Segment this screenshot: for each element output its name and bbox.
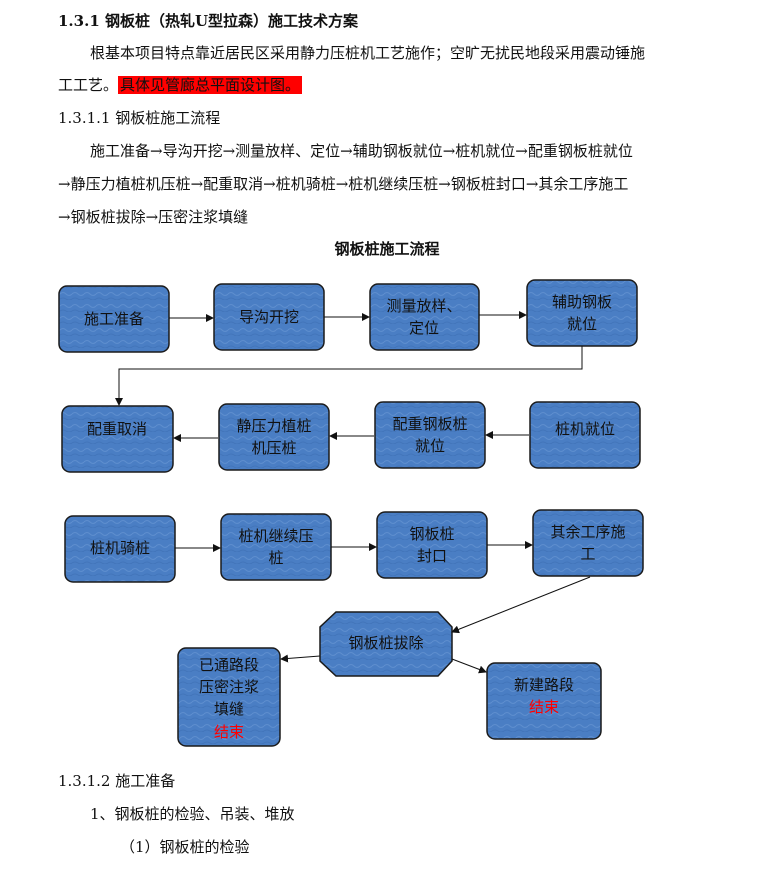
flow-text-line-2: →静压力植桩机压桩→配重取消→桩机骑桩→桩机继续压桩→钢板桩封口→其余工序施工 (58, 175, 629, 193)
node-peizhong-gangbanzhuang: 配重钢板桩 就位 (374, 401, 486, 469)
heading-main: 1.3.1 钢板桩（热轧U型拉森）施工技术方案 (58, 12, 359, 30)
arrow (451, 576, 591, 634)
node-label: 工 (580, 545, 595, 563)
node-label: 辅助钢板 (552, 293, 612, 311)
node-label: 填缝 (214, 700, 244, 718)
node-gangbanzhuang-fengkou: 钢板桩 封口 (376, 511, 488, 579)
connector-row1-row2 (115, 346, 583, 406)
item-1-1: （1）钢板桩的检验 (120, 838, 250, 856)
node-yitong-luduan: 已通路段 压密注浆 填缝 结束 (177, 647, 281, 747)
node-fuzhu-gangban: 辅助钢板 就位 (526, 279, 638, 347)
node-label: 已通路段 (199, 656, 259, 674)
node-label: 钢板桩 (409, 525, 454, 543)
node-label: 机压桩 (251, 439, 296, 457)
node-label: 施工准备 (84, 310, 144, 328)
node-label: 封口 (417, 547, 447, 565)
node-label: 导沟开挖 (239, 308, 299, 326)
intro-line-2-plain: 工工艺。 (58, 76, 119, 94)
intro-highlight: 具体见管廊总平面设计图。 (118, 76, 303, 94)
intro-line-2: 工工艺。具体见管廊总平面设计图。 (58, 74, 303, 95)
node-label: 桩机骑桩 (90, 539, 150, 557)
node-qiyu-gongxu: 其余工序施 工 (532, 509, 644, 577)
node-zhuangji-jixu-yazhuang: 桩机继续压 桩 (220, 513, 332, 581)
node-label: 桩 (268, 549, 283, 567)
end-label: 结束 (529, 698, 559, 716)
end-label: 结束 (214, 723, 244, 741)
item-1: 1、钢板桩的检验、吊装、堆放 (90, 805, 295, 823)
intro-line-1: 根基本项目特点靠近居民区采用静力压桩机工艺施作；空旷无扰民地段采用震动锤施 (90, 44, 646, 62)
node-daogou-kaiwa: 导沟开挖 (213, 283, 325, 351)
flow-text-line-3: →钢板桩拔除→压密注浆填缝 (58, 208, 249, 226)
arrow (451, 658, 487, 674)
node-shigong-zhunbei: 施工准备 (58, 285, 170, 353)
node-label: 钢板桩拔除 (348, 634, 423, 652)
heading-prep: 1.3.1.2 施工准备 (58, 772, 176, 790)
node-label: 测量放样、 (386, 297, 461, 315)
node-label: 桩机就位 (555, 420, 615, 438)
heading-flow: 1.3.1.1 钢板桩施工流程 (58, 109, 221, 127)
arrow (280, 654, 321, 663)
flow-text-line-1: 施工准备→导沟开挖→测量放样、定位→辅助钢板就位→桩机就位→配重钢板桩就位 (90, 142, 633, 160)
node-jingyali-zhizhuang: 静压力植桩 机压桩 (218, 403, 330, 471)
node-zhuangji-jiuwei: 桩机就位 (529, 401, 641, 469)
node-celiang-fangyang: 测量放样、 定位 (369, 283, 480, 351)
node-xinjian-luduan: 新建路段 结束 (486, 662, 602, 740)
node-peizhong-quxiao: 配重取消 (61, 405, 174, 473)
node-label: 配重钢板桩 (392, 415, 467, 433)
diagram-title: 钢板桩施工流程 (334, 240, 439, 258)
node-label: 新建路段 (514, 676, 574, 694)
node-label: 定位 (409, 319, 439, 337)
node-label: 静压力植桩 (236, 417, 311, 435)
node-label: 压密注浆 (199, 678, 259, 696)
node-gangbanzhuang-bachu: 钢板桩拔除 (319, 611, 453, 677)
node-label: 就位 (415, 437, 445, 455)
node-zhuangji-qizhuang: 桩机骑桩 (64, 515, 176, 583)
node-label: 其余工序施 (550, 523, 625, 541)
node-label: 就位 (567, 315, 597, 333)
node-label: 配重取消 (87, 420, 147, 438)
node-label: 桩机继续压 (238, 527, 313, 545)
